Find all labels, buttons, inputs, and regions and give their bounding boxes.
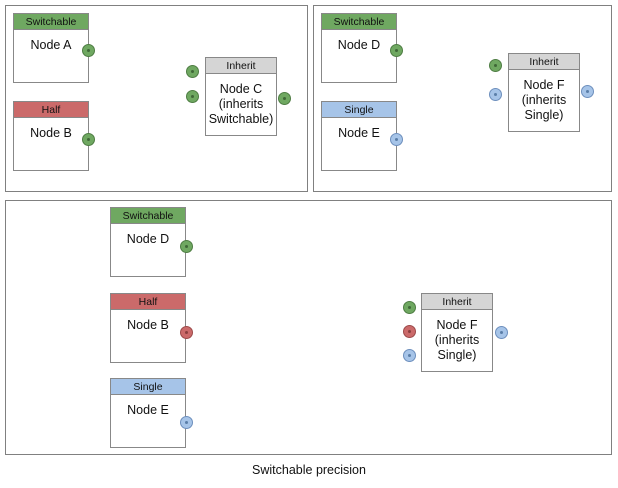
port-pin-icon — [282, 96, 287, 101]
node-c-header: Inherit — [206, 58, 276, 74]
port-pin-icon — [86, 48, 91, 53]
port-pin-icon — [585, 89, 590, 94]
port-node-f-in-1[interactable] — [489, 59, 502, 72]
port-node-f-in-2[interactable] — [489, 88, 502, 101]
node-f-label: Node F (inherits Single) — [509, 70, 579, 131]
node-e-header: Single — [322, 102, 396, 118]
node-a-header: Switchable — [14, 14, 88, 30]
node-a[interactable]: Switchable Node A — [13, 13, 89, 83]
port-node-c-in-1[interactable] — [186, 65, 199, 78]
node-f-bottom-label-line1: Node F — [436, 318, 478, 332]
node-f-label-line1: Node F — [523, 78, 565, 92]
node-f-bottom[interactable]: Inherit Node F (inherits Single) — [421, 293, 493, 372]
node-f-header: Inherit — [509, 54, 579, 70]
node-e-bottom-header: Single — [111, 379, 185, 395]
port-pin-icon — [407, 353, 412, 358]
node-f[interactable]: Inherit Node F (inherits Single) — [508, 53, 580, 132]
node-b-bottom-header: Half — [111, 294, 185, 310]
node-b-label: Node B — [30, 126, 72, 140]
node-c-label-line3: Switchable) — [208, 112, 274, 126]
node-c[interactable]: Inherit Node C (inherits Switchable) — [205, 57, 277, 136]
port-node-d-out[interactable] — [390, 44, 403, 57]
node-f-bottom-label-line2: (inherits — [434, 333, 480, 347]
node-d-bottom-label: Node D — [126, 232, 170, 246]
port-node-d-bottom-out[interactable] — [180, 240, 193, 253]
port-node-a-out[interactable] — [82, 44, 95, 57]
node-c-label-line1: Node C — [219, 82, 263, 96]
port-node-b-out[interactable] — [82, 133, 95, 146]
node-b-header: Half — [14, 102, 88, 118]
port-node-f-bottom-in-2[interactable] — [403, 325, 416, 338]
port-pin-icon — [184, 420, 189, 425]
port-node-f-out[interactable] — [581, 85, 594, 98]
port-node-f-bottom-in-3[interactable] — [403, 349, 416, 362]
port-node-c-out[interactable] — [278, 92, 291, 105]
node-e[interactable]: Single Node E — [321, 101, 397, 171]
port-pin-icon — [184, 330, 189, 335]
node-d-bottom[interactable]: Switchable Node D — [110, 207, 186, 277]
node-f-bottom-label: Node F (inherits Single) — [422, 310, 492, 371]
node-c-label: Node C (inherits Switchable) — [206, 74, 276, 135]
node-d-label: Node D — [337, 38, 381, 52]
node-e-bottom[interactable]: Single Node E — [110, 378, 186, 448]
port-pin-icon — [493, 63, 498, 68]
node-f-label-line3: Single) — [524, 108, 564, 122]
port-node-c-in-2[interactable] — [186, 90, 199, 103]
port-pin-icon — [493, 92, 498, 97]
node-c-label-line2: (inherits — [218, 97, 264, 111]
port-node-e-bottom-out[interactable] — [180, 416, 193, 429]
node-b-bottom-label: Node B — [127, 318, 169, 332]
node-f-bottom-label-line3: Single) — [437, 348, 477, 362]
port-pin-icon — [499, 330, 504, 335]
node-d[interactable]: Switchable Node D — [321, 13, 397, 83]
node-e-label: Node E — [338, 126, 380, 140]
node-b[interactable]: Half Node B — [13, 101, 89, 171]
diagram-caption: Switchable precision — [252, 463, 366, 477]
port-pin-icon — [190, 69, 195, 74]
node-e-bottom-label: Node E — [127, 403, 169, 417]
node-b-bottom[interactable]: Half Node B — [110, 293, 186, 363]
port-node-f-bottom-in-1[interactable] — [403, 301, 416, 314]
port-node-e-out[interactable] — [390, 133, 403, 146]
node-d-bottom-header: Switchable — [111, 208, 185, 224]
port-node-b-bottom-out[interactable] — [180, 326, 193, 339]
panel-bottom — [5, 200, 612, 455]
node-f-bottom-header: Inherit — [422, 294, 492, 310]
port-node-f-bottom-out[interactable] — [495, 326, 508, 339]
node-f-label-line2: (inherits — [521, 93, 567, 107]
port-pin-icon — [86, 137, 91, 142]
port-pin-icon — [394, 48, 399, 53]
port-pin-icon — [184, 244, 189, 249]
port-pin-icon — [190, 94, 195, 99]
node-d-header: Switchable — [322, 14, 396, 30]
port-pin-icon — [407, 329, 412, 334]
port-pin-icon — [407, 305, 412, 310]
port-pin-icon — [394, 137, 399, 142]
node-a-label: Node A — [30, 38, 72, 52]
